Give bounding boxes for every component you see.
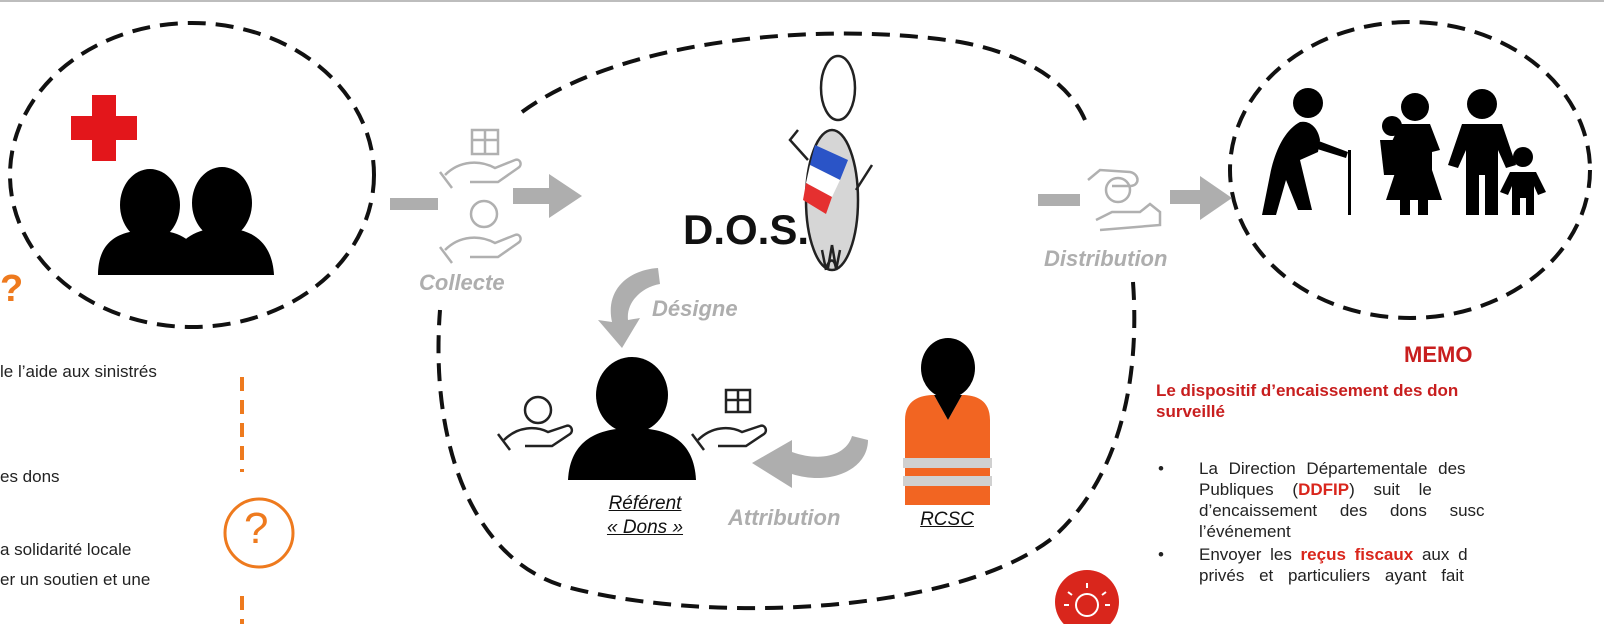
memo-bullet1-line4: l’événement	[1199, 522, 1291, 541]
left-text-line4: er un soutien et une	[0, 570, 151, 589]
designe-arrow	[598, 268, 660, 348]
left-text-line3: a solidarité locale	[0, 540, 132, 559]
lightbulb-icon	[1055, 570, 1119, 624]
attribution-label: Attribution	[728, 505, 841, 530]
distribution-label: Distribution	[1044, 246, 1168, 271]
top-divider	[0, 0, 1604, 2]
attribution-arrow	[752, 436, 868, 488]
handover-icon	[1087, 168, 1162, 232]
memo-bullet1-dot: •	[1158, 459, 1164, 478]
two-persons-icon	[98, 167, 274, 275]
memo-bullet2-line1: Envoyer les reçus fiscaux aux d	[1199, 544, 1604, 565]
memo-bullet1-line1: La Direction Départementale des	[1199, 459, 1466, 478]
help-circle-icon	[223, 497, 295, 569]
memo-bullet2-line1-pre: Envoyer les	[1199, 545, 1301, 564]
memo-bullet2-line2: privés et particuliers ayant fait	[1199, 566, 1464, 585]
referent-coin-hand-icon	[497, 395, 574, 451]
recus-fiscaux-highlight: reçus fiscaux	[1300, 545, 1414, 564]
left-dashed-circle	[8, 21, 376, 329]
memo-bullet1-line3: d’encaissement des dons susc	[1199, 501, 1485, 520]
rcsc-label: RCSC	[920, 509, 974, 530]
memo-bullet1-line2: Publiques (DDFIP) suit le	[1199, 479, 1604, 500]
distribution-arrow	[1038, 176, 1232, 220]
referent-gift-hand-icon	[691, 388, 768, 451]
memo-subtitle-line2: surveillé	[1156, 402, 1225, 421]
memo-title: MEMO	[1404, 342, 1473, 367]
dos-label: D.O.S.	[683, 206, 810, 253]
referent-label: Référent « Dons »	[590, 492, 700, 540]
elderly-icon	[1262, 88, 1351, 215]
help-circle-glyph: ?	[244, 504, 269, 553]
red-cross-icon	[71, 95, 137, 161]
hand-coin-icon	[439, 199, 522, 264]
center-dashed-circle	[436, 31, 1137, 611]
memo-bullet2-dot: •	[1158, 545, 1164, 564]
memo-bullet1-line2-post: ) suit le	[1349, 480, 1432, 499]
left-text-line1: le l’aide aux sinistrés	[0, 362, 157, 381]
referent-person-icon	[568, 357, 696, 480]
left-text-line2: es dons	[0, 467, 60, 486]
collect-arrow	[390, 174, 582, 218]
hand-gift-icon	[439, 128, 522, 189]
collecte-label: Collecte	[419, 270, 505, 295]
referent-label-line1: Référent	[608, 493, 682, 514]
memo-subtitle: Le dispositif d’encaissement des don sur…	[1156, 380, 1604, 422]
referent-label-line2: « Dons »	[606, 517, 684, 538]
memo-bullet2-line1-post: aux d	[1413, 545, 1468, 564]
rescuer-vest-icon	[903, 338, 992, 505]
designe-label: Désigne	[652, 296, 738, 321]
mayor-figure-icon	[788, 54, 874, 272]
left-question-mark: ?	[0, 268, 24, 310]
family-icon	[1380, 89, 1546, 215]
right-dashed-circle	[1228, 20, 1592, 320]
memo-subtitle-line1: Le dispositif d’encaissement des don	[1156, 381, 1459, 400]
memo-bullet1-line2-pre: Publiques (	[1199, 480, 1299, 499]
ddfip-highlight: DDFIP	[1298, 480, 1350, 499]
memo-bullet1: La Direction Départementale des Publique…	[1199, 458, 1604, 542]
memo-bullet2: Envoyer les reçus fiscaux aux d privés e…	[1199, 544, 1604, 586]
